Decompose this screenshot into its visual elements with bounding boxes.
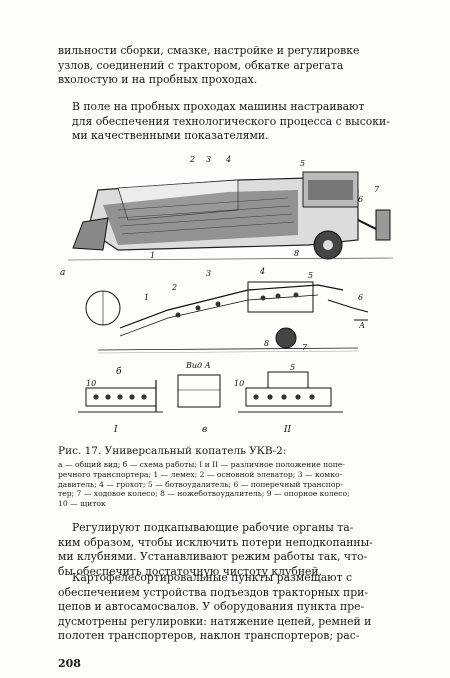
callout-number: 3 <box>206 155 211 164</box>
text-line: бы обеспечить достаточную чистоту клубне… <box>58 564 323 578</box>
callout-number: 10 <box>234 379 244 388</box>
sorting-paragraph: Картофелесортировальные пункты размещают… <box>58 571 408 644</box>
text-line: обеспечением устройства подъездов тракто… <box>58 585 368 599</box>
callout-number: 6 <box>358 195 363 204</box>
callout-number: 5 <box>290 363 295 372</box>
text-line: В поле на пробных проходах машины настра… <box>72 100 365 113</box>
callout-number: 5 <box>308 271 313 280</box>
callout-number: 10 <box>86 379 96 388</box>
figure-17: а 2 3 4 5 6 7 8 1 <box>58 150 398 450</box>
callout-number: 1 <box>144 293 149 302</box>
text-line: Картофелесортировальные пункты размещают… <box>72 571 353 584</box>
legend-line: тер; 7 — ходовое колесо; 8 — ножеботвоуд… <box>58 489 350 499</box>
callout-number: 6 <box>358 293 363 302</box>
legend-line: а — общий вид; б — схема работы; I и II … <box>58 460 345 469</box>
caption-title: Рис. 17. Универсальный копатель УКВ-2: <box>58 445 287 457</box>
part-label-v: в <box>202 425 207 435</box>
section-label-II: II <box>283 425 292 435</box>
callout-number: 4 <box>259 267 265 276</box>
view-arrow-label: А <box>358 321 365 330</box>
intro-paragraph: вильности сборки, смазке, настройке и ре… <box>58 44 408 88</box>
section-views-illustration: Вид А <box>78 361 343 435</box>
general-view-illustration: а 2 3 4 5 6 7 8 1 <box>60 155 394 278</box>
callout-number: 2 <box>171 283 177 292</box>
callout-number: 5 <box>300 159 305 168</box>
callout-number: 8 <box>294 249 299 258</box>
part-label-a: а <box>60 268 65 278</box>
callout-number: 3 <box>206 269 211 278</box>
section-label-I: I <box>113 425 118 435</box>
legend-line: речного транспортера; 1 — лемех; 2 — осн… <box>58 469 343 479</box>
potato-digger-drawing: а 2 3 4 5 6 7 8 1 <box>60 155 394 435</box>
text-line: цепов и автосамосвалов. У оборудования п… <box>58 600 365 614</box>
regulate-paragraph: Регулируют подкапывающие рабочие органы … <box>58 521 408 579</box>
part-label-b: б <box>116 366 122 377</box>
text-line: Регулируют подкапывающие рабочие органы … <box>72 521 354 534</box>
page-number: 208 <box>58 657 81 670</box>
callout-number: 8 <box>264 339 269 348</box>
text-line: ми качественными показателями. <box>72 129 269 143</box>
callout-number: 2 <box>189 155 195 164</box>
text-line: ми клубнями. Устанавливают режим работы … <box>58 550 368 564</box>
text-line: узлов, соединений с трактором, обкатке а… <box>58 58 344 72</box>
legend-line: давитель; 4 — грохот; 5 — ботвоудалитель… <box>58 479 343 489</box>
field-paragraph: В поле на пробных проходах машины настра… <box>58 100 408 144</box>
callout-number: 4 <box>225 155 231 164</box>
text-line: полотен транспортеров, наклон транспорте… <box>58 629 360 643</box>
callout-number: 1 <box>150 251 155 260</box>
text-line: дусмотрены регулировки: натяжение цепей,… <box>58 614 372 628</box>
working-scheme-illustration: б 1 2 3 4 5 6 8 7 А <box>85 267 369 377</box>
text-line: для обеспечения технологического процесс… <box>72 114 390 128</box>
callout-number: 7 <box>374 185 380 194</box>
caption-legend: а — общий вид; б — схема работы; I и II … <box>58 460 406 509</box>
figure-caption: Рис. 17. Универсальный копатель УКВ-2: а… <box>58 445 406 509</box>
text-line: вхолостую и на пробных проходах. <box>58 73 258 87</box>
text-line: ким образом, чтобы исключить потери непо… <box>58 535 373 549</box>
text-line: вильности сборки, смазке, настройке и ре… <box>58 44 360 57</box>
view-a-label: Вид А <box>185 361 211 370</box>
callout-number: 7 <box>302 343 308 352</box>
legend-line: 10 — щиток <box>58 499 106 509</box>
